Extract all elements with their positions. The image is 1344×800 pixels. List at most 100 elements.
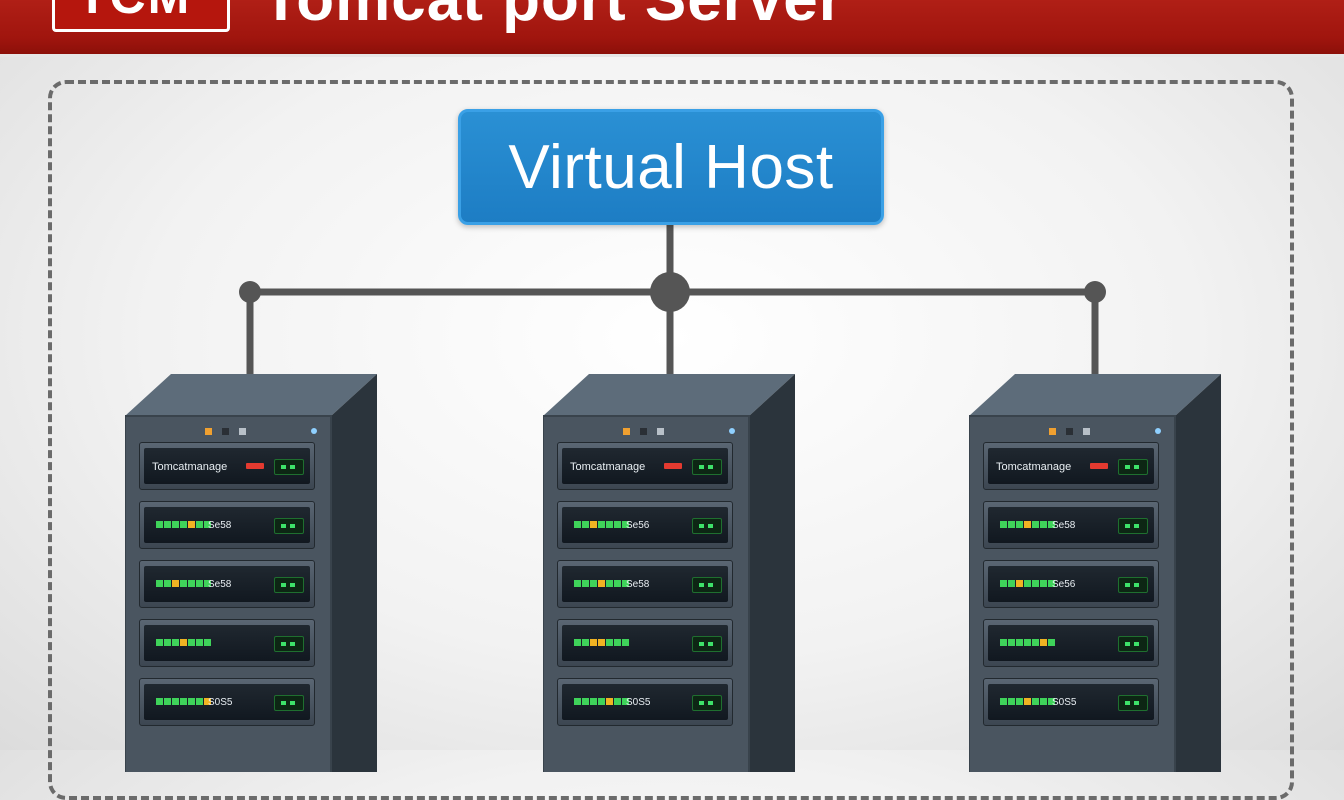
activity-led	[1032, 639, 1039, 646]
activity-led	[614, 698, 621, 705]
activity-led	[606, 580, 613, 587]
status-display	[274, 636, 304, 652]
activity-led	[1000, 698, 1007, 705]
activity-bar	[574, 639, 630, 646]
status-display	[1118, 636, 1148, 652]
activity-bar	[1000, 580, 1056, 587]
activity-led	[1000, 639, 1007, 646]
server-unit: Tomcatmanage	[139, 442, 315, 490]
server-unit: S0S5	[983, 678, 1159, 726]
activity-led	[156, 639, 163, 646]
unit-panel: Tomcatmanage	[144, 448, 310, 484]
activity-led	[1024, 639, 1031, 646]
unit-code: Se58	[208, 579, 232, 590]
status-display	[274, 518, 304, 534]
status-lights	[1049, 428, 1090, 435]
unit-panel	[988, 625, 1154, 661]
unit-code: Se58	[1052, 520, 1076, 531]
unit-panel: S0S5	[988, 684, 1154, 720]
activity-led	[590, 580, 597, 587]
activity-bar	[1000, 521, 1056, 528]
status-display	[692, 459, 722, 475]
activity-led	[164, 639, 171, 646]
status-display	[692, 577, 722, 593]
status-display	[692, 636, 722, 652]
activity-led	[1016, 580, 1023, 587]
power-indicator	[729, 428, 735, 434]
activity-led	[156, 580, 163, 587]
unit-label: Tomcatmanage	[570, 461, 646, 473]
activity-led	[582, 521, 589, 528]
virtual-host-node: Virtual Host	[458, 109, 884, 225]
activity-led	[1016, 521, 1023, 528]
alert-led	[1090, 463, 1108, 469]
activity-bar	[156, 521, 212, 528]
unit-panel: S0S5	[562, 684, 728, 720]
activity-led	[180, 521, 187, 528]
activity-led	[614, 580, 621, 587]
activity-led	[598, 521, 605, 528]
activity-led	[574, 580, 581, 587]
unit-panel: Se58	[562, 566, 728, 602]
server-unit	[139, 619, 315, 667]
activity-led	[574, 698, 581, 705]
activity-led	[614, 521, 621, 528]
activity-led	[196, 580, 203, 587]
activity-bar	[574, 521, 630, 528]
power-indicator	[1155, 428, 1161, 434]
activity-led	[598, 580, 605, 587]
activity-led	[1048, 580, 1055, 587]
unit-code: S0S5	[1052, 697, 1077, 708]
unit-label: Tomcatmanage	[152, 461, 228, 473]
logo-text: TCM	[77, 0, 191, 25]
unit-panel: Tomcatmanage	[988, 448, 1154, 484]
activity-led	[606, 639, 613, 646]
activity-led	[164, 521, 171, 528]
server-unit: Se56	[983, 560, 1159, 608]
activity-led	[204, 698, 211, 705]
unit-panel: Se56	[562, 507, 728, 543]
activity-led	[614, 639, 621, 646]
activity-led	[1040, 521, 1047, 528]
activity-led	[590, 521, 597, 528]
status-display	[692, 695, 722, 711]
activity-led	[1008, 639, 1015, 646]
activity-bar	[574, 580, 630, 587]
unit-panel: S0S5	[144, 684, 310, 720]
unit-panel: Tomcatmanage	[562, 448, 728, 484]
activity-led	[574, 521, 581, 528]
activity-led	[598, 639, 605, 646]
page-title: Tomcat port Server	[262, 0, 844, 35]
status-display	[1118, 695, 1148, 711]
unit-panel: Se56	[988, 566, 1154, 602]
alert-led	[664, 463, 682, 469]
server-unit: Se58	[139, 560, 315, 608]
activity-led	[582, 698, 589, 705]
activity-led	[1024, 521, 1031, 528]
server-unit: Tomcatmanage	[557, 442, 733, 490]
activity-led	[188, 639, 195, 646]
junction-center	[650, 272, 690, 312]
activity-led	[204, 521, 211, 528]
activity-bar	[156, 698, 212, 705]
activity-led	[204, 639, 211, 646]
activity-led	[1048, 698, 1055, 705]
activity-led	[1032, 698, 1039, 705]
activity-led	[1024, 580, 1031, 587]
server-unit: Tomcatmanage	[983, 442, 1159, 490]
activity-led	[622, 698, 629, 705]
activity-led	[204, 580, 211, 587]
unit-code: Se58	[208, 520, 232, 531]
power-indicator	[311, 428, 317, 434]
unit-panel	[144, 625, 310, 661]
header-banner: TCM Tomcat port Server	[0, 0, 1344, 57]
logo-badge: TCM	[52, 0, 230, 32]
activity-led	[156, 521, 163, 528]
server-unit: Se58	[983, 501, 1159, 549]
activity-led	[590, 698, 597, 705]
unit-code: Se56	[1052, 579, 1076, 590]
status-lights	[623, 428, 664, 435]
activity-led	[1016, 639, 1023, 646]
